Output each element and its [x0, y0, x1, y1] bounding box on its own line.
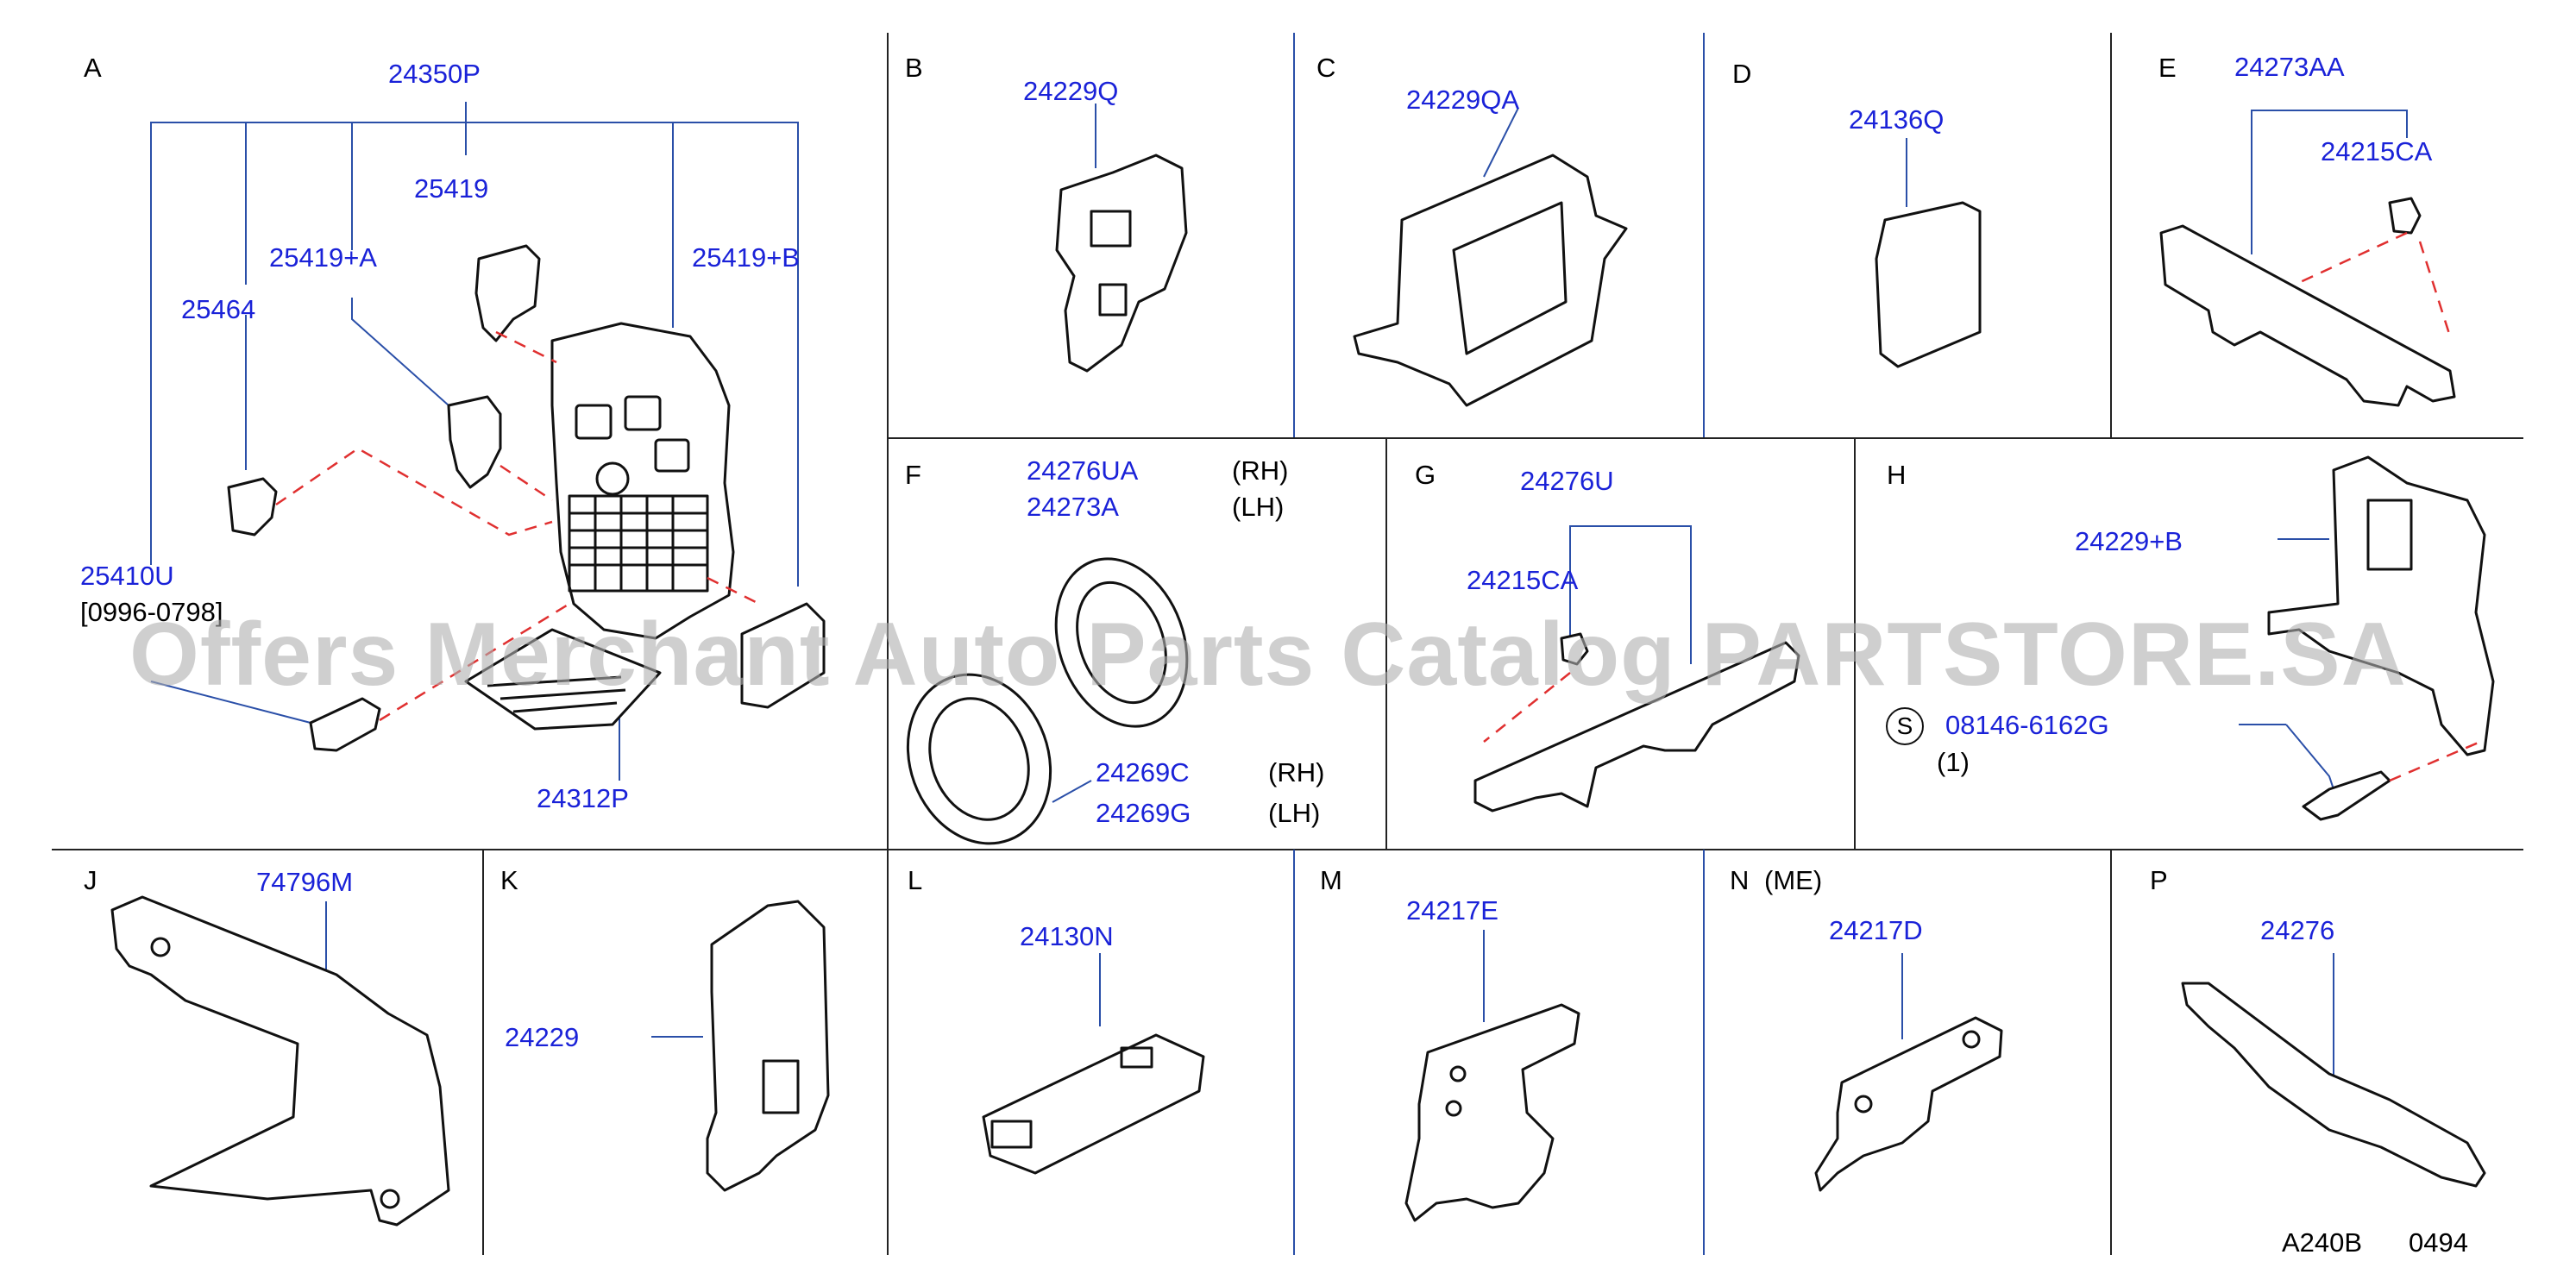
bracket-24276u — [1473, 641, 1800, 813]
grommet-24269c — [906, 673, 1052, 845]
section-e-letter: E — [2158, 53, 2177, 83]
grommet-24276ua — [1054, 557, 1189, 728]
watermark: Offers Merchant Auto Parts Catalog PARTS… — [129, 605, 2407, 705]
section-k-drawing — [651, 900, 830, 1192]
section-m-letter: M — [1320, 865, 1342, 895]
section-c-drawing — [1353, 107, 1628, 407]
bracket-24276 — [2181, 982, 2486, 1188]
part-number-24312p[interactable]: 24312P — [537, 783, 629, 813]
connector-bracket-24229q — [1055, 154, 1188, 373]
section-d-letter: D — [1732, 59, 1752, 89]
part-number-24229qa[interactable]: 24229QA — [1406, 85, 1519, 115]
section-j-drawing — [110, 895, 450, 1227]
cover-74796m — [110, 895, 450, 1227]
part-number-74796m[interactable]: 74796M — [256, 867, 354, 897]
section-h-letter: H — [1887, 460, 1907, 490]
part-number-25464[interactable]: 25464 — [181, 294, 256, 324]
fuse-25410u — [309, 697, 381, 752]
section-h-drawing — [2239, 455, 2495, 821]
part-number-24136q[interactable]: 24136Q — [1849, 104, 1945, 135]
side-rh-2: (RH) — [1268, 757, 1325, 787]
part-number-24130n[interactable]: 24130N — [1020, 921, 1114, 951]
relay-25419a — [447, 395, 502, 489]
bracket-24217d — [1814, 1016, 2003, 1192]
section-c-letter: C — [1316, 53, 1336, 83]
section-l-letter: L — [908, 865, 923, 895]
section-p-drawing — [2181, 953, 2486, 1188]
section-a-drawing — [150, 102, 826, 781]
part-number-25410u[interactable]: 25410U — [80, 561, 174, 591]
section-n-letter: N — [1730, 865, 1750, 895]
section-m-drawing — [1404, 930, 1580, 1222]
part-number-08146-6162g[interactable]: 08146-6162G — [1945, 710, 2109, 740]
bracket-24229b — [2267, 455, 2495, 756]
panel-grid — [52, 33, 2523, 1255]
section-b-letter: B — [905, 53, 923, 83]
section-l-drawing — [982, 953, 1205, 1175]
section-e-drawing — [2159, 110, 2456, 407]
part-number-24229q[interactable]: 24229Q — [1023, 76, 1119, 106]
part-number-24217d[interactable]: 24217D — [1829, 915, 1923, 945]
bracket-24229 — [706, 900, 830, 1192]
diagram-number: 0494 — [2409, 1227, 2468, 1258]
diagram-code: A240B — [2282, 1227, 2363, 1258]
part-number-24350p[interactable]: 24350P — [388, 59, 481, 89]
clip-24215ca-g — [1560, 632, 1589, 666]
section-f-letter: F — [905, 460, 921, 490]
part-number-24273aa[interactable]: 24273AA — [2234, 52, 2345, 82]
connector-24130n — [982, 1033, 1205, 1175]
section-p-letter: P — [2150, 865, 2168, 895]
clip-24215ca-e — [2388, 197, 2422, 235]
part-number-24269g[interactable]: 24269G — [1096, 798, 1191, 828]
part-number-24276ua[interactable]: 24276UA — [1027, 455, 1139, 486]
side-rh-1: (RH) — [1232, 455, 1289, 486]
part-number-24273a[interactable]: 24273A — [1027, 492, 1119, 522]
standard-part-symbol: S — [1886, 707, 1924, 745]
date-range-note: [0996-0798] — [80, 597, 223, 627]
part-number-24229[interactable]: 24229 — [505, 1022, 580, 1052]
part-number-24229b[interactable]: 24229+B — [2075, 526, 2183, 556]
section-n-variant: (ME) — [1764, 865, 1823, 895]
section-k-letter: K — [500, 865, 518, 895]
part-number-24276u[interactable]: 24276U — [1520, 466, 1614, 496]
part-number-24215ca-g[interactable]: 24215CA — [1467, 565, 1579, 595]
relay-25419 — [474, 244, 541, 342]
fuse-box — [550, 322, 735, 640]
part-number-24269c[interactable]: 24269C — [1096, 757, 1190, 787]
part-number-24217e[interactable]: 24217E — [1406, 895, 1498, 925]
bracket-24217e — [1404, 1003, 1580, 1222]
side-lh-2: (LH) — [1268, 798, 1321, 828]
section-b-drawing — [1055, 104, 1188, 373]
section-g-drawing — [1473, 525, 1800, 813]
section-j-letter: J — [84, 865, 97, 895]
section-a-letter: A — [84, 53, 102, 83]
quantity-label: (1) — [1937, 747, 1970, 777]
side-lh-1: (LH) — [1232, 492, 1285, 522]
screw-08146 — [2302, 770, 2391, 821]
relay-25419b — [740, 602, 826, 709]
part-number-24276[interactable]: 24276 — [2260, 915, 2335, 945]
bracket-24273aa — [2159, 224, 2456, 407]
section-n-drawing — [1814, 953, 2003, 1192]
section-f-drawing — [906, 557, 1189, 845]
part-number-25419[interactable]: 25419 — [414, 173, 489, 204]
cover-24136q — [1875, 201, 1982, 368]
fuse-25464 — [227, 477, 278, 536]
part-number-24215ca-e[interactable]: 24215CA — [2321, 136, 2433, 166]
part-number-25419a[interactable]: 25419+A — [269, 242, 377, 273]
section-g-letter: G — [1415, 460, 1436, 490]
section-d-drawing — [1875, 138, 1982, 368]
part-number-25419b[interactable]: 25419+B — [692, 242, 800, 273]
bracket-24229qa — [1353, 154, 1628, 407]
